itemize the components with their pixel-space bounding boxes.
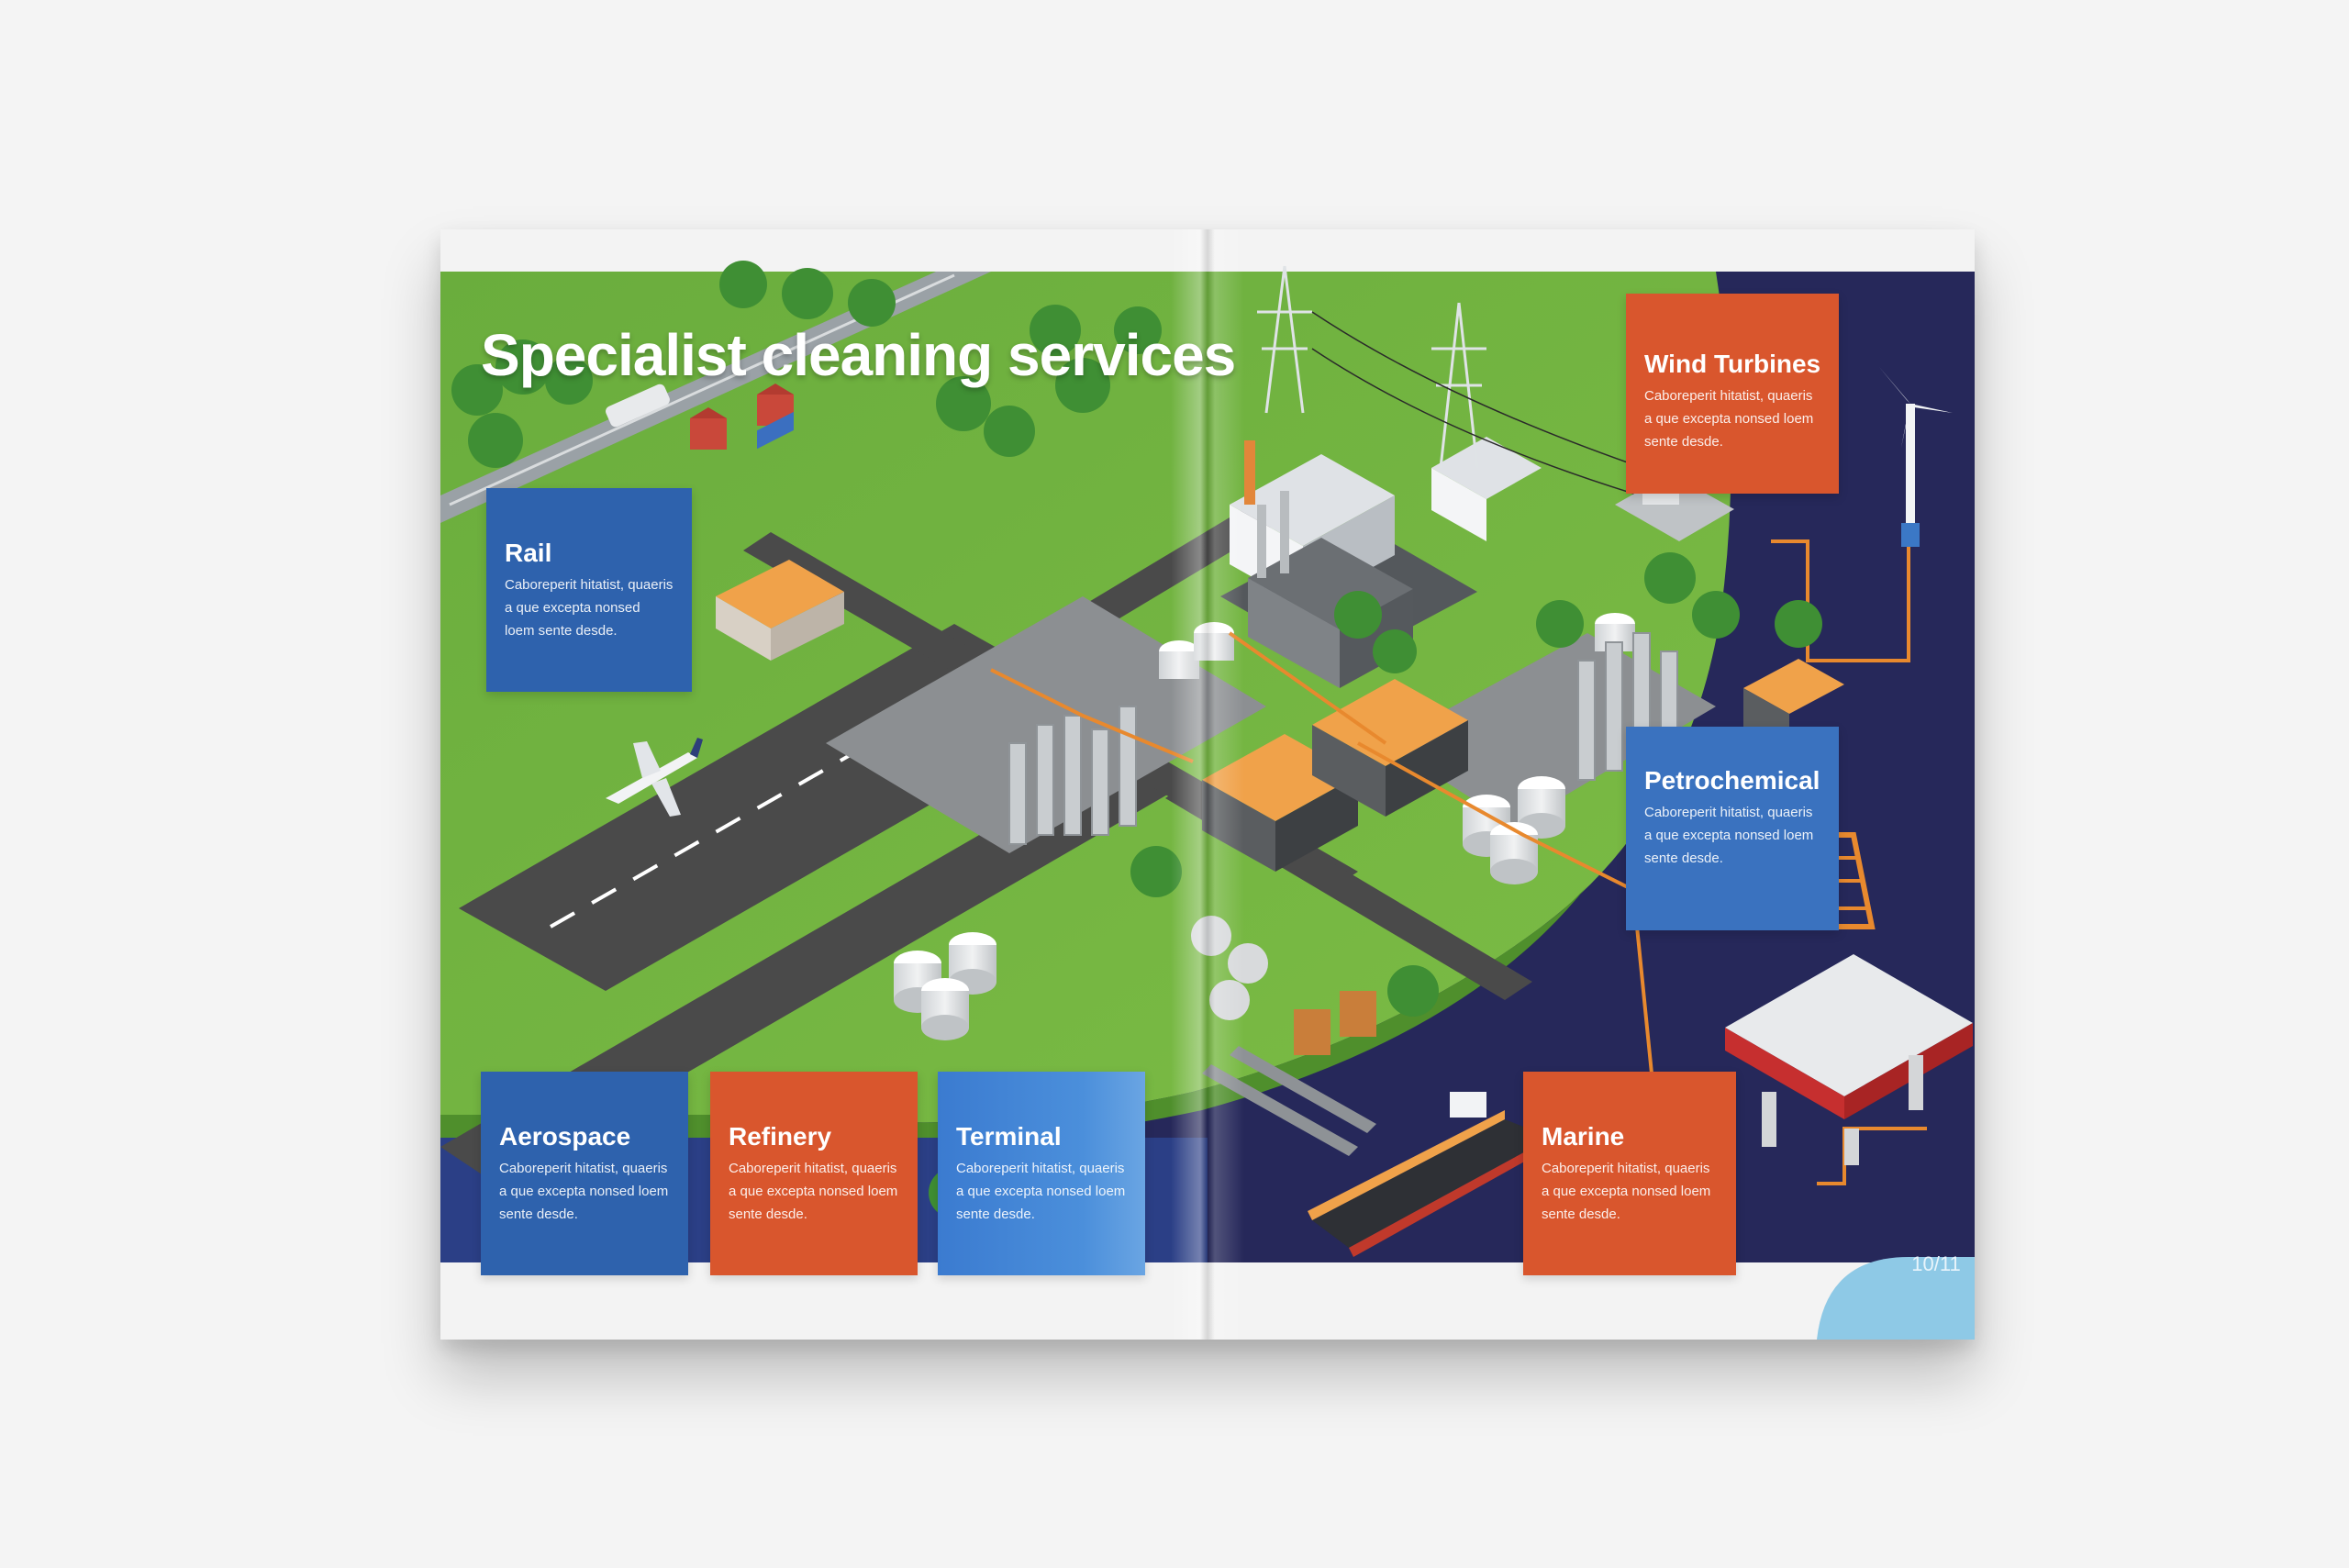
card-refinery: Refinery Caboreperit hitatist, quaeris a… bbox=[710, 1072, 918, 1275]
card-aerospace-heading: Aerospace bbox=[499, 1122, 631, 1151]
card-petrochemical: Petrochemical Caboreperit hitatist, quae… bbox=[1626, 727, 1839, 930]
card-terminal-body: Caboreperit hitatist, quaeris a que exce… bbox=[956, 1160, 1126, 1222]
tanker-ship-icon bbox=[1308, 1092, 1551, 1257]
marine-pier bbox=[1202, 1046, 1376, 1156]
card-petrochemical-heading: Petrochemical bbox=[1644, 766, 1820, 795]
power-pylons bbox=[1257, 265, 1671, 506]
page-number-tab bbox=[1817, 1257, 1975, 1340]
card-aerospace-body: Caboreperit hitatist, quaeris a que exce… bbox=[499, 1160, 669, 1222]
card-wind-turbines-heading: Wind Turbines bbox=[1644, 350, 1821, 378]
gas-spheres bbox=[1191, 916, 1376, 1055]
trees bbox=[451, 261, 1822, 1218]
card-marine-body: Caboreperit hitatist, quaeris a que exce… bbox=[1542, 1160, 1711, 1222]
refinery-columns bbox=[1008, 632, 1678, 845]
card-petrochemical-body: Caboreperit hitatist, quaeris a que exce… bbox=[1644, 804, 1814, 866]
hangar bbox=[716, 411, 844, 661]
card-refinery-heading: Refinery bbox=[729, 1122, 832, 1151]
card-marine-heading: Marine bbox=[1542, 1122, 1625, 1151]
railway bbox=[440, 272, 991, 523]
card-refinery-body: Caboreperit hitatist, quaeris a que exce… bbox=[729, 1160, 898, 1222]
card-rail-body: Caboreperit hitatist, quaeris a que exce… bbox=[505, 576, 674, 639]
card-aerospace: Aerospace Caboreperit hitatist, quaeris … bbox=[481, 1072, 688, 1275]
card-wind-turbines: Wind Turbines Caboreperit hitatist, quae… bbox=[1626, 294, 1839, 494]
card-terminal: Terminal Caboreperit hitatist, quaeris a… bbox=[938, 1072, 1145, 1275]
page-number: 10/11 bbox=[1911, 1252, 1961, 1275]
page-title: Specialist cleaning services bbox=[481, 322, 1236, 388]
card-rail-heading: Rail bbox=[505, 539, 552, 567]
card-wind-turbines-body: Caboreperit hitatist, quaeris a que exce… bbox=[1644, 387, 1814, 450]
card-marine: Marine Caboreperit hitatist, quaeris a q… bbox=[1523, 1072, 1736, 1275]
pipelines bbox=[990, 505, 1927, 1185]
card-terminal-heading: Terminal bbox=[956, 1122, 1062, 1151]
houses bbox=[690, 384, 794, 450]
airplane-icon bbox=[606, 738, 703, 817]
wind-turbine-icon bbox=[1879, 367, 1953, 547]
train-icon bbox=[606, 384, 670, 428]
oil-rig-icon bbox=[1725, 832, 1973, 1165]
card-rail: Rail Caboreperit hitatist, quaeris a que… bbox=[486, 488, 692, 692]
